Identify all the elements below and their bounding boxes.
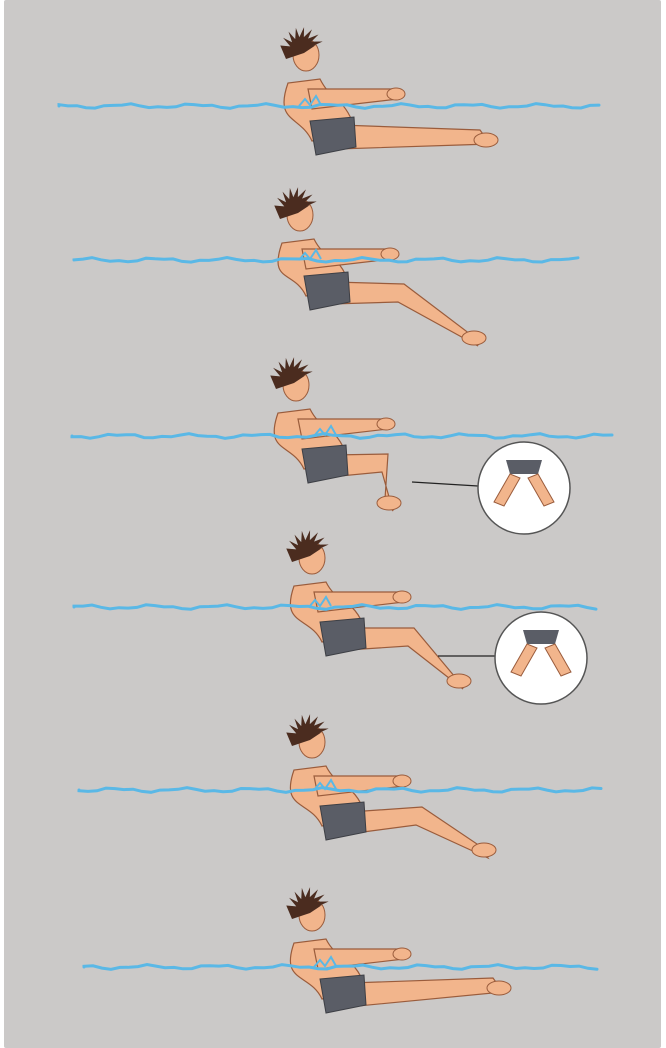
- swimmer-trunks: [320, 975, 366, 1013]
- swimmer-trunks: [320, 802, 366, 840]
- swimmer-feet: [447, 674, 471, 688]
- swimmer-feet: [487, 981, 511, 995]
- swimmer-hands: [393, 591, 411, 603]
- swimmer-legs: [338, 125, 490, 149]
- swimmer-sequence-svg: [4, 0, 661, 1048]
- sequence-frame-1: [59, 27, 599, 155]
- swimmer-trunks: [320, 618, 366, 656]
- swimmer-legs: [332, 282, 478, 346]
- callout-trunks: [523, 630, 559, 644]
- swimmer-feet: [474, 133, 498, 147]
- callout-trunks: [506, 460, 542, 474]
- detail-callout-circle: [495, 612, 587, 704]
- swimmer-feet: [462, 331, 486, 345]
- sequence-frame-3: [72, 357, 612, 534]
- swimmer-legs: [348, 807, 488, 858]
- swimmer-hands: [393, 948, 411, 960]
- swimmer-hands: [387, 88, 405, 100]
- detail-callout-circle: [478, 442, 570, 534]
- water-surface: [72, 434, 612, 439]
- callout-leader-line: [412, 482, 478, 486]
- swimmer-hands: [393, 775, 411, 787]
- swimmer-legs: [348, 978, 503, 1007]
- swimmer-trunks: [302, 445, 348, 483]
- swimmer-feet: [472, 843, 496, 857]
- sequence-frame-5: [79, 714, 601, 858]
- illustration-panel: [4, 0, 661, 1048]
- swimmer-hands: [381, 248, 399, 260]
- sequence-frame-2: [74, 187, 578, 346]
- swimmer-hands: [377, 418, 395, 430]
- sequence-frame-6: [84, 887, 597, 1013]
- swimmer-trunks: [310, 117, 356, 155]
- swimmer-feet: [377, 496, 401, 510]
- sequence-frame-4: [74, 530, 596, 704]
- swimmer-trunks: [304, 272, 350, 310]
